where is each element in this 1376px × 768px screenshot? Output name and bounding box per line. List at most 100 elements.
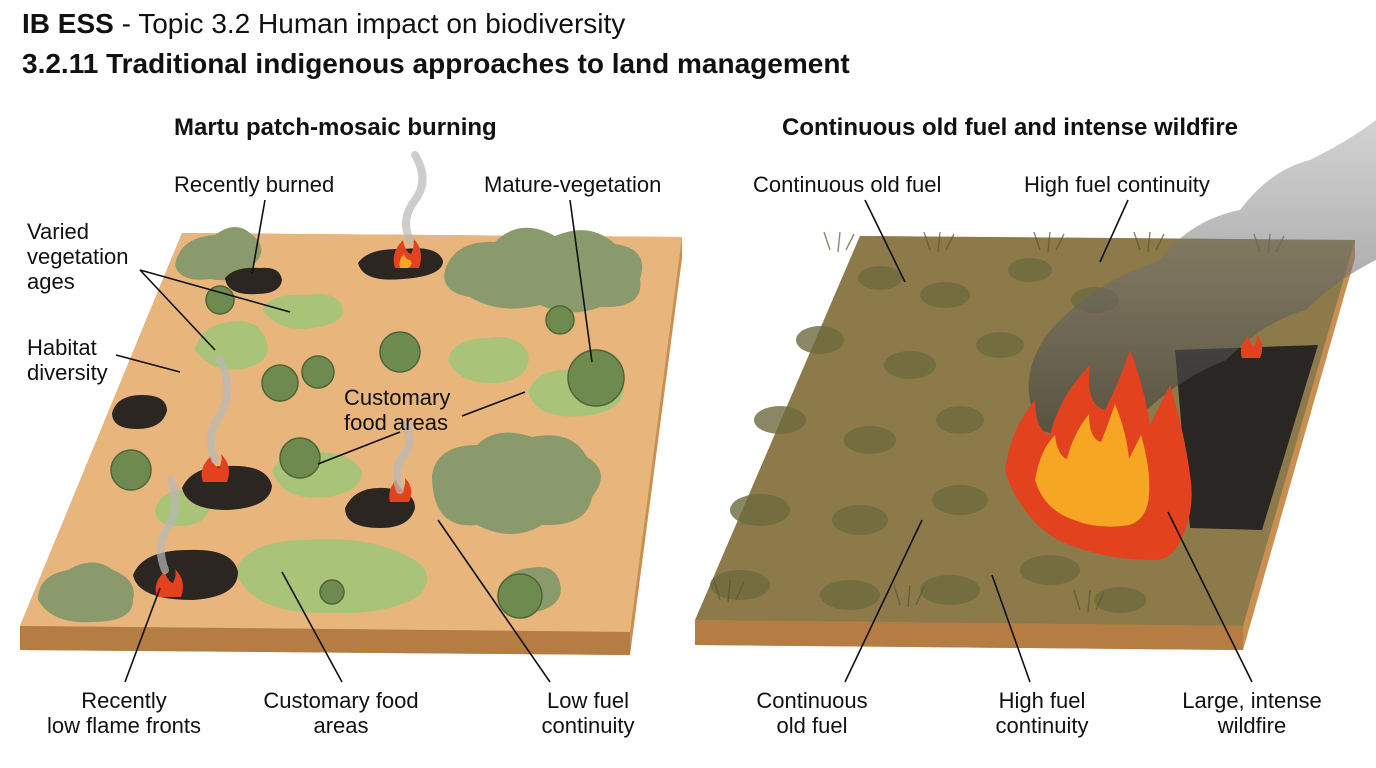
shrub <box>261 364 299 402</box>
shrub <box>567 349 625 407</box>
subtopic-heading: 3.2.11 Traditional indigenous approaches… <box>22 48 850 79</box>
leader-customary-mid-1 <box>317 431 401 465</box>
smoke-plume <box>1028 120 1376 438</box>
mature-patch <box>38 562 134 623</box>
leader-recent-fronts <box>124 587 161 683</box>
young-patch <box>195 321 268 370</box>
label-continuous-old-fuel-bottom: Continuous old fuel <box>742 688 882 738</box>
flame-icon <box>201 454 229 482</box>
label-line: diversity <box>27 360 108 385</box>
label-line: low flame fronts <box>46 713 202 738</box>
leader-lines <box>115 199 1253 683</box>
grass-tuft <box>820 580 880 610</box>
grass-tuft <box>796 326 844 354</box>
grass-blade <box>1073 589 1105 613</box>
label-line: Recently <box>81 688 167 713</box>
label-line: Large, intense <box>1182 688 1322 713</box>
grass-tuft <box>858 266 902 290</box>
grass-blades <box>713 231 1285 613</box>
shrub <box>301 355 335 389</box>
header-line-1: IB ESS - Topic 3.2 Human impact on biodi… <box>22 8 625 40</box>
smoke-wisp <box>402 151 427 244</box>
mature-patch <box>175 226 262 281</box>
mature-patch <box>444 227 643 313</box>
label-customary-food-areas-bottom: Customary food areas <box>245 688 437 738</box>
flame-icon <box>399 254 412 268</box>
grass-tuft <box>936 406 984 434</box>
shrub <box>379 331 421 373</box>
shrubs <box>110 285 625 619</box>
mature-patch <box>432 432 601 534</box>
label-line: Low fuel <box>547 688 629 713</box>
flame-icon <box>1240 334 1263 358</box>
grass-blade <box>1133 231 1165 253</box>
grass-tuft <box>1020 555 1080 585</box>
flame-icon <box>1035 404 1150 527</box>
smoke-wisp <box>207 356 232 464</box>
leader-mature-vegetation <box>569 199 593 363</box>
grass-tuft <box>884 351 936 379</box>
label-line: vegetation <box>27 244 129 269</box>
burned-patches <box>112 248 443 600</box>
label-customary-food-areas-mid: Customary food areas <box>344 385 450 435</box>
leader-high-top <box>1099 199 1129 263</box>
topic-name: - Topic 3.2 Human impact on biodiversity <box>113 8 626 39</box>
leader-low-fuel <box>437 519 551 683</box>
wildfire-flames <box>1005 334 1263 560</box>
leader-continuous-top <box>864 199 906 283</box>
grass-tuft <box>832 505 888 535</box>
label-line: High fuel <box>998 688 1086 713</box>
left-ground-edge <box>20 626 630 655</box>
grass-tuft <box>730 494 790 526</box>
label-continuous-old-fuel-top: Continuous old fuel <box>753 172 942 197</box>
label-line: Customary food <box>263 688 419 713</box>
label-line: old fuel <box>776 713 848 738</box>
label-varied-vegetation-ages: Varied vegetation ages <box>27 219 129 294</box>
smoke-wisp <box>156 476 180 574</box>
label-line: Customary <box>344 385 451 410</box>
burned-patch <box>225 267 282 295</box>
label-line: wildfire <box>1217 713 1287 738</box>
leader-varied-ages-2 <box>139 269 216 351</box>
label-line: Varied <box>27 219 89 244</box>
label-low-fuel-continuity: Low fuel continuity <box>520 688 656 738</box>
flame-icon <box>155 569 183 597</box>
grass-tuft <box>920 282 970 308</box>
grass-tuft <box>710 570 770 600</box>
grass-tuft <box>976 332 1024 358</box>
grass-tuft <box>932 485 988 515</box>
grass-tuft <box>1094 587 1146 613</box>
left-landscape <box>20 151 682 655</box>
course-name: IB ESS <box>22 8 114 39</box>
label-line: areas <box>313 713 369 738</box>
leader-customary-mid-2 <box>461 391 526 417</box>
grass-tuft <box>1008 258 1052 282</box>
label-line: Continuous <box>756 688 868 713</box>
shrub <box>545 305 575 335</box>
burned-patch <box>112 395 167 429</box>
young-patch <box>235 539 428 614</box>
label-line: ages <box>27 269 75 294</box>
label-line: continuity <box>541 713 635 738</box>
left-smoke-wisps <box>156 151 427 574</box>
grass-blade <box>713 579 745 603</box>
leader-customary-bottom <box>281 571 343 683</box>
left-panel-title: Martu patch-mosaic burning <box>174 114 497 141</box>
grass-blade <box>923 231 955 253</box>
shrub <box>319 579 345 605</box>
shrub <box>497 573 543 619</box>
right-burned-area <box>1175 345 1318 530</box>
grass-tuft <box>920 575 980 605</box>
shrub <box>279 437 321 479</box>
young-patch <box>262 293 343 329</box>
right-panel-title: Continuous old fuel and intense wildfire <box>782 114 1238 141</box>
label-high-fuel-continuity-bottom: High fuel continuity <box>972 688 1112 738</box>
right-ground-edge <box>695 620 1243 650</box>
label-recently-burned: Recently burned <box>174 172 335 197</box>
grass-blade <box>823 231 855 253</box>
label-recently-low-flame-fronts: Recently low flame fronts <box>18 688 230 738</box>
shrub <box>110 449 152 491</box>
label-line: continuity <box>995 713 1089 738</box>
label-line: Habitat <box>27 335 97 360</box>
